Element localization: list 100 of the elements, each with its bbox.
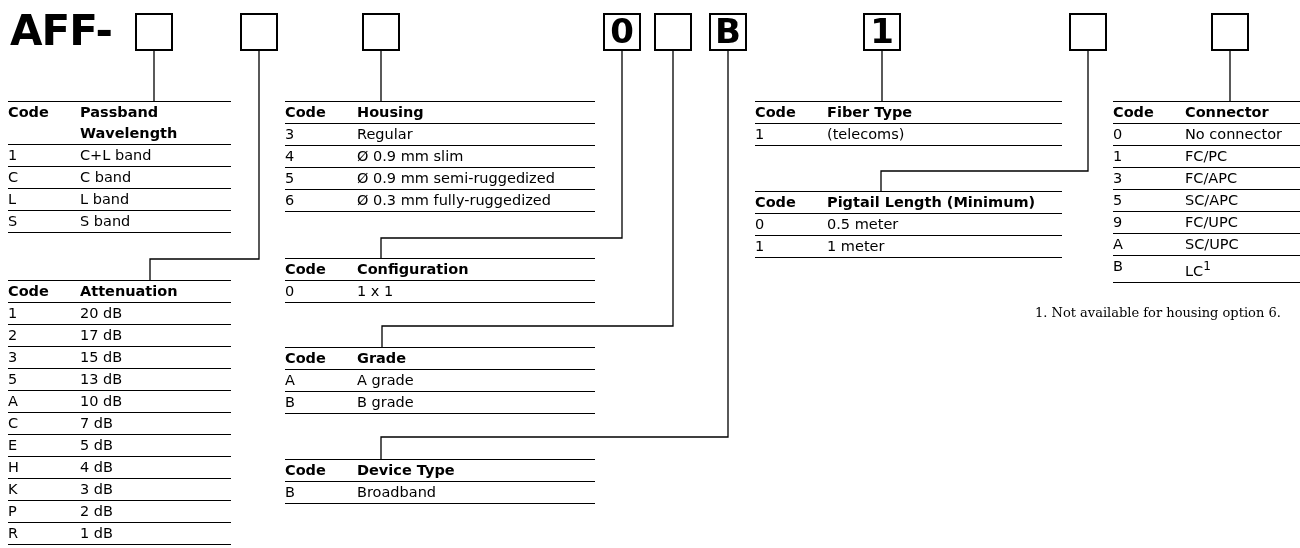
value-cell-text: 4 dB	[80, 458, 113, 477]
code-cell-text: H	[8, 458, 20, 477]
column-header: Code	[285, 260, 327, 279]
code-cell-text: 3	[8, 348, 19, 367]
column-header: Connector	[1185, 103, 1269, 122]
column-header: Configuration	[357, 260, 469, 279]
code-cell-text: C	[8, 414, 20, 433]
value-cell-text: L band	[80, 190, 131, 209]
value-cell-text: 2 dB	[80, 502, 113, 521]
leader-line	[881, 50, 883, 102]
code-cell-text: 1	[755, 125, 766, 144]
code-cell-text: B	[1113, 257, 1124, 276]
column-header: Pigtail Length (Minimum)	[827, 193, 1036, 212]
column-header: Code	[755, 193, 797, 212]
code-cell-text: B	[285, 483, 296, 502]
code-box	[362, 13, 400, 51]
column-header: Code	[1113, 103, 1155, 122]
value-cell-text: Ø 0.3 mm fully-ruggedized	[357, 191, 551, 210]
code-cell-text: 3	[1113, 169, 1124, 188]
value-cell-text: Ø 0.9 mm slim	[357, 147, 464, 166]
code-cell-text: 5	[1113, 191, 1124, 210]
code-box	[1069, 13, 1107, 51]
value-cell-text: FC/APC	[1185, 169, 1238, 188]
leader-line	[153, 50, 155, 102]
code-cell-text: 2	[8, 326, 19, 345]
column-header: Housing	[357, 103, 424, 122]
code-cell-text: K	[8, 480, 19, 499]
column-header: Code	[285, 103, 327, 122]
value-cell-text: 3 dB	[80, 480, 113, 499]
value-cell-text: FC/PC	[1185, 147, 1228, 166]
value-cell-text: Regular	[357, 125, 413, 144]
value-cell-text: 0.5 meter	[827, 215, 899, 234]
value-cell-text: S band	[80, 212, 132, 231]
value-cell-text: 7 dB	[80, 414, 113, 433]
part-number-prefix: AFF-	[10, 8, 113, 54]
value-cell-text: SC/APC	[1185, 191, 1238, 210]
column-header: Code	[8, 103, 50, 122]
column-header: Attenuation	[80, 282, 178, 301]
code-cell-text: L	[8, 190, 18, 209]
code-cell-text: S	[8, 212, 19, 231]
value-cell-text: B grade	[357, 393, 414, 412]
value-cell-text: 17 dB	[80, 326, 123, 345]
value-cell-text: 5 dB	[80, 436, 113, 455]
code-cell-text: 1	[8, 304, 19, 323]
code-cell-text: 0	[1113, 125, 1124, 144]
value-cell-text: 20 dB	[80, 304, 123, 323]
code-cell-text: 6	[285, 191, 296, 210]
value-cell-text: 15 dB	[80, 348, 123, 367]
code-cell-text: P	[8, 502, 18, 521]
column-header: Passband Wavelength	[80, 103, 179, 143]
value-cell-text: Broadband	[357, 483, 437, 502]
leader-line	[381, 50, 674, 348]
leader-line	[149, 50, 260, 281]
value-cell-text: (telecoms)	[827, 125, 905, 144]
code-cell-text: 0	[285, 282, 296, 301]
code-box: 1	[863, 13, 901, 51]
code-cell-text: 1	[8, 146, 19, 165]
code-cell-text: 5	[8, 370, 19, 389]
column-header: Code	[285, 349, 327, 368]
value-cell-text: SC/UPC	[1185, 235, 1239, 254]
value-cell-text: 1 meter	[827, 237, 885, 256]
code-box	[135, 13, 173, 51]
column-header: Device Type	[357, 461, 455, 480]
leader-line	[380, 50, 623, 259]
code-cell-text: 5	[285, 169, 296, 188]
value-cell-text: A grade	[357, 371, 414, 390]
code-cell-text: A	[8, 392, 19, 411]
leader-line	[380, 50, 382, 102]
code-cell-text: 0	[755, 215, 766, 234]
value-cell-text: Ø 0.9 mm semi-ruggedized	[357, 169, 555, 188]
value-cell-text: No connector	[1185, 125, 1282, 144]
column-header: Grade	[357, 349, 407, 368]
code-box: B	[709, 13, 747, 51]
code-cell-text: A	[285, 371, 296, 390]
column-header: Code	[8, 282, 50, 301]
code-cell-text: A	[1113, 235, 1124, 254]
value-cell-text: 13 dB	[80, 370, 123, 389]
code-cell-text: 1	[1113, 147, 1124, 166]
value-cell-text: 1 dB	[80, 524, 113, 543]
code-cell-text: 9	[1113, 213, 1124, 232]
code-box: 0	[603, 13, 641, 51]
value-cell-text: 1 x 1	[357, 282, 394, 301]
code-box	[654, 13, 692, 51]
column-header: Code	[285, 461, 327, 480]
footnote: 1. Not available for housing option 6.	[1035, 305, 1281, 320]
leader-line	[880, 50, 1089, 192]
code-cell-text: E	[8, 436, 19, 455]
leader-line	[380, 50, 729, 460]
code-box	[1211, 13, 1249, 51]
code-cell-text: 1	[755, 237, 766, 256]
code-cell-text: C	[8, 168, 20, 187]
value-cell-text: 10 dB	[80, 392, 123, 411]
value-cell-text: LC$^{1}$	[1185, 258, 1211, 281]
code-cell-text: B	[285, 393, 296, 412]
column-header: Code	[755, 103, 797, 122]
code-cell-text: 3	[285, 125, 296, 144]
code-cell-text: 4	[285, 147, 296, 166]
code-table	[1113, 101, 1300, 283]
code-cell-text: R	[8, 524, 20, 543]
leader-line	[1229, 50, 1231, 102]
